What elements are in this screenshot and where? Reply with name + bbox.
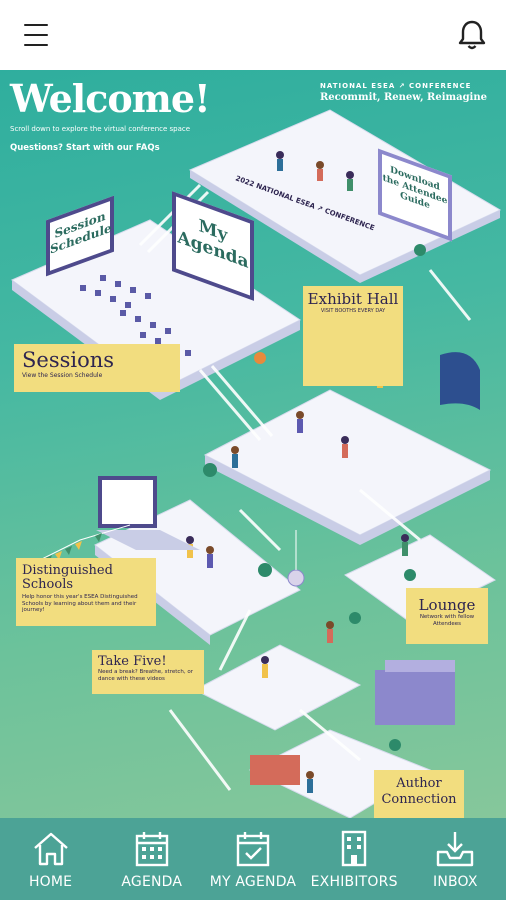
tab-agenda[interactable]: AGENDA xyxy=(101,818,202,900)
tab-my-agenda[interactable]: MY AGENDA xyxy=(202,818,303,900)
distinguished-schools-sign[interactable]: Distinguished Schools Help honor this ye… xyxy=(16,558,156,626)
author-connection-title: Author Connection xyxy=(381,776,457,807)
book-stack xyxy=(375,670,455,725)
take-five-title: Take Five! xyxy=(98,654,167,669)
bell-icon[interactable] xyxy=(456,18,488,52)
top-app-bar xyxy=(0,0,506,70)
building-icon xyxy=(341,830,367,867)
hamburger-menu-icon[interactable] xyxy=(22,22,50,48)
tab-agenda-label: AGENDA xyxy=(121,874,183,890)
inbox-download-icon xyxy=(437,832,474,867)
tab-my-agenda-label: MY AGENDA xyxy=(209,874,297,890)
platform-exhibit-hall xyxy=(203,389,492,536)
brand-line: NATIONAL ESEA ↗ CONFERENCE xyxy=(320,82,472,90)
tab-home-label: HOME xyxy=(28,874,73,890)
author-connection-sign[interactable]: Author Connection xyxy=(374,770,464,818)
bottom-tab-bar: HOME AGENDA MY AGENDA EXHIBITORS xyxy=(0,818,506,900)
brand-tagline: Recommit, Renew, Reimagine xyxy=(320,92,487,103)
laptop-screen xyxy=(98,476,157,528)
calendar-check-icon xyxy=(236,832,270,867)
faq-link[interactable]: Questions? Start with our FAQs xyxy=(10,143,160,153)
exhibit-hall-title: Exhibit Hall xyxy=(307,290,399,308)
conference-brand: NATIONAL ESEA ↗ CONFERENCE Recommit, Ren… xyxy=(320,82,498,103)
distinguished-schools-title: Distinguished Schools xyxy=(22,563,113,592)
home-icon xyxy=(33,832,68,866)
sessions-sign[interactable]: Sessions View the Session Schedule xyxy=(14,344,180,392)
tab-inbox[interactable]: INBOX xyxy=(405,818,506,900)
tab-inbox-label: INBOX xyxy=(433,874,478,890)
take-five-sign[interactable]: Take Five! Need a break? Breathe, stretc… xyxy=(92,650,204,694)
tab-exhibitors-label: EXHIBITORS xyxy=(310,874,398,890)
scroll-instructions: Scroll down to explore the virtual confe… xyxy=(10,125,191,133)
virtual-conference-map: 2022 NATIONAL ESEA ↗ CONFERENCE Welcome!… xyxy=(0,70,506,818)
exhibit-hall-sign[interactable]: Exhibit Hall VISIT BOOTHS EVERY DAY xyxy=(303,286,403,386)
calendar-icon xyxy=(135,832,168,867)
sessions-title: Sessions xyxy=(22,348,115,372)
welcome-title: Welcome! xyxy=(10,76,211,121)
sessions-subtitle: View the Session Schedule xyxy=(22,372,103,379)
exhibit-hall-subtitle: VISIT BOOTHS EVERY DAY xyxy=(320,308,386,314)
platform-lounge xyxy=(344,534,496,623)
take-five-subtitle: Need a break? Breathe, stretch, or dance… xyxy=(98,669,194,682)
tab-home[interactable]: HOME xyxy=(0,818,101,900)
distinguished-schools-subtitle: Help honor this year's ESEA Distinguishe… xyxy=(22,594,138,613)
lounge-subtitle: Network with fellow Attendees xyxy=(419,614,475,627)
lounge-sign[interactable]: Lounge Network with fellow Attendees xyxy=(406,588,488,644)
platform-take-five xyxy=(193,644,362,731)
tab-exhibitors[interactable]: EXHIBITORS xyxy=(304,818,405,900)
lounge-title: Lounge xyxy=(418,596,476,614)
